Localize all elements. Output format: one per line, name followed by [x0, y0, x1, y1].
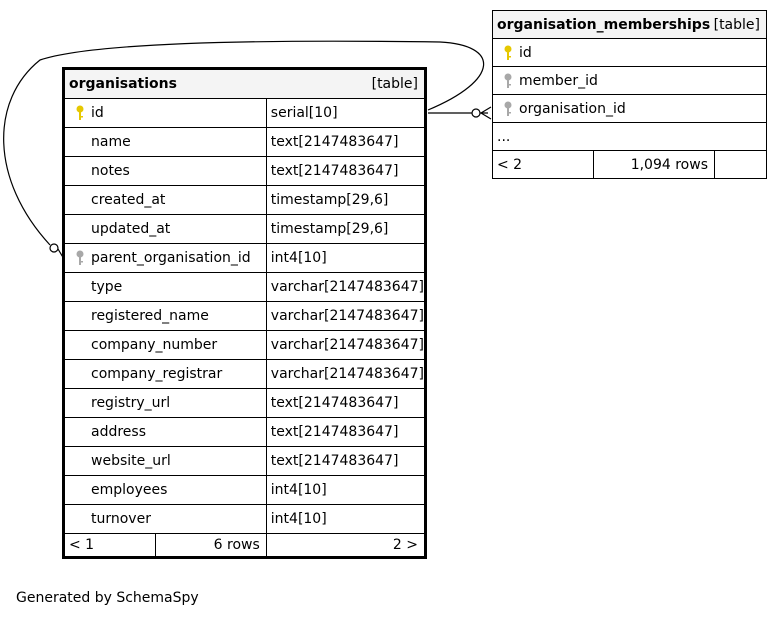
organisations-column-row[interactable]: turnover int4[10]: [63, 504, 427, 534]
column-name-text: registry_url: [91, 395, 171, 411]
organisations-column-row[interactable]: website_url text[2147483647]: [63, 446, 427, 476]
column-name-text: turnover: [91, 511, 151, 527]
organisations-column-row[interactable]: created_at timestamp[29,6]: [63, 185, 427, 215]
column-type: text[2147483647]: [265, 446, 427, 476]
organisation-memberships-column-row[interactable]: id: [492, 38, 767, 67]
organisations-header[interactable]: organisations [table]: [63, 68, 426, 99]
column-name-text: updated_at: [91, 221, 171, 237]
column-type: varchar[2147483647]: [265, 272, 427, 302]
organisations-children-link[interactable]: 2 >: [265, 533, 427, 558]
column-type: serial[10]: [265, 98, 427, 128]
organisations-column-row[interactable]: registry_url text[2147483647]: [63, 388, 427, 418]
column-name-text: id: [519, 44, 532, 61]
column-type: timestamp[29,6]: [265, 214, 427, 244]
organisations-column-row[interactable]: address text[2147483647]: [63, 417, 427, 447]
edge-memberships-crowfoot: [480, 106, 492, 120]
column-name: company_registrar: [63, 359, 267, 389]
column-name: member_id: [492, 66, 767, 95]
foreign-key-icon: [504, 101, 512, 116]
column-name-text: name: [91, 134, 131, 150]
column-name: registered_name: [63, 301, 267, 331]
column-name-text: company_registrar: [91, 366, 223, 382]
column-name: turnover: [63, 504, 267, 534]
column-type: varchar[2147483647]: [265, 330, 427, 360]
column-type: text[2147483647]: [265, 388, 427, 418]
organisations-column-row[interactable]: company_number varchar[2147483647]: [63, 330, 427, 360]
column-type: int4[10]: [265, 504, 427, 534]
column-name: company_number: [63, 330, 267, 360]
column-name-text: website_url: [91, 453, 171, 469]
column-name: notes: [63, 156, 267, 186]
organisations-footer: < 1 6 rows 2 >: [63, 533, 427, 558]
column-name-text: member_id: [519, 72, 598, 89]
column-type: text[2147483647]: [265, 417, 427, 447]
organisations-column-row[interactable]: employees int4[10]: [63, 475, 427, 505]
column-name-text: parent_organisation_id: [91, 250, 251, 266]
organisation-memberships-parents-link[interactable]: < 2: [492, 150, 594, 179]
column-name: address: [63, 417, 267, 447]
column-type: varchar[2147483647]: [265, 301, 427, 331]
edge-parent-zero-marker: [49, 243, 59, 253]
column-name: website_url: [63, 446, 267, 476]
column-name: updated_at: [63, 214, 267, 244]
organisations-table-type: [table]: [371, 76, 418, 92]
organisations-column-row[interactable]: type varchar[2147483647]: [63, 272, 427, 302]
column-name-text: address: [91, 424, 147, 440]
organisations-column-row[interactable]: updated_at timestamp[29,6]: [63, 214, 427, 244]
primary-key-icon: [504, 45, 512, 60]
edge-memberships-zero-marker: [471, 108, 481, 118]
column-name: employees: [63, 475, 267, 505]
organisation-memberships-table-name: organisation_memberships: [497, 16, 711, 33]
organisations-parents-link[interactable]: < 1: [63, 533, 156, 558]
organisation-memberships-table-type: [table]: [713, 16, 760, 33]
organisations-column-row[interactable]: parent_organisation_id int4[10]: [63, 243, 427, 273]
generated-by-note: Generated by SchemaSpy: [16, 590, 199, 606]
column-type: int4[10]: [265, 475, 427, 505]
column-type: int4[10]: [265, 243, 427, 273]
organisations-table[interactable]: organisations [table] id serial[10] name te…: [62, 67, 427, 559]
organisations-row-count: 6 rows: [155, 533, 267, 558]
foreign-key-icon: [76, 250, 84, 265]
organisation-memberships-footer: < 2 1,094 rows: [492, 150, 767, 179]
column-type: text[2147483647]: [265, 156, 427, 186]
column-name-text: id: [91, 105, 104, 121]
organisations-column-row[interactable]: name text[2147483647]: [63, 127, 427, 157]
organisations-column-row[interactable]: id serial[10]: [63, 98, 427, 128]
column-name: name: [63, 127, 267, 157]
organisations-column-row[interactable]: registered_name varchar[2147483647]: [63, 301, 427, 331]
column-type: timestamp[29,6]: [265, 185, 427, 215]
column-name: organisation_id: [492, 94, 767, 123]
column-name: id: [492, 38, 767, 67]
column-name-text: type: [91, 279, 123, 295]
column-name-text: company_number: [91, 337, 218, 353]
organisations-column-row[interactable]: notes text[2147483647]: [63, 156, 427, 186]
column-name: type: [63, 272, 267, 302]
column-name: id: [63, 98, 267, 128]
organisation-memberships-table[interactable]: organisation_memberships [table] id membe…: [492, 10, 767, 179]
column-name: created_at: [63, 185, 267, 215]
organisation-memberships-header[interactable]: organisation_memberships [table]: [492, 10, 767, 39]
organisation-memberships-row-count: 1,094 rows: [593, 150, 715, 179]
organisation-memberships-children-link[interactable]: [714, 150, 767, 179]
organisation-memberships-column-row[interactable]: organisation_id: [492, 94, 767, 123]
organisation-memberships-more-columns: ...: [492, 122, 767, 151]
column-name-text: notes: [91, 163, 130, 179]
column-name-text: organisation_id: [519, 100, 626, 117]
column-name-text: registered_name: [91, 308, 209, 324]
column-name-text: created_at: [91, 192, 166, 208]
organisations-column-row[interactable]: company_registrar varchar[2147483647]: [63, 359, 427, 389]
organisations-table-name: organisations: [69, 76, 177, 92]
column-name-text: employees: [91, 482, 168, 498]
organisation-memberships-column-row[interactable]: member_id: [492, 66, 767, 95]
primary-key-icon: [76, 105, 84, 120]
column-type: varchar[2147483647]: [265, 359, 427, 389]
foreign-key-icon: [504, 73, 512, 88]
column-name: parent_organisation_id: [63, 243, 267, 273]
column-type: text[2147483647]: [265, 127, 427, 157]
column-name: registry_url: [63, 388, 267, 418]
